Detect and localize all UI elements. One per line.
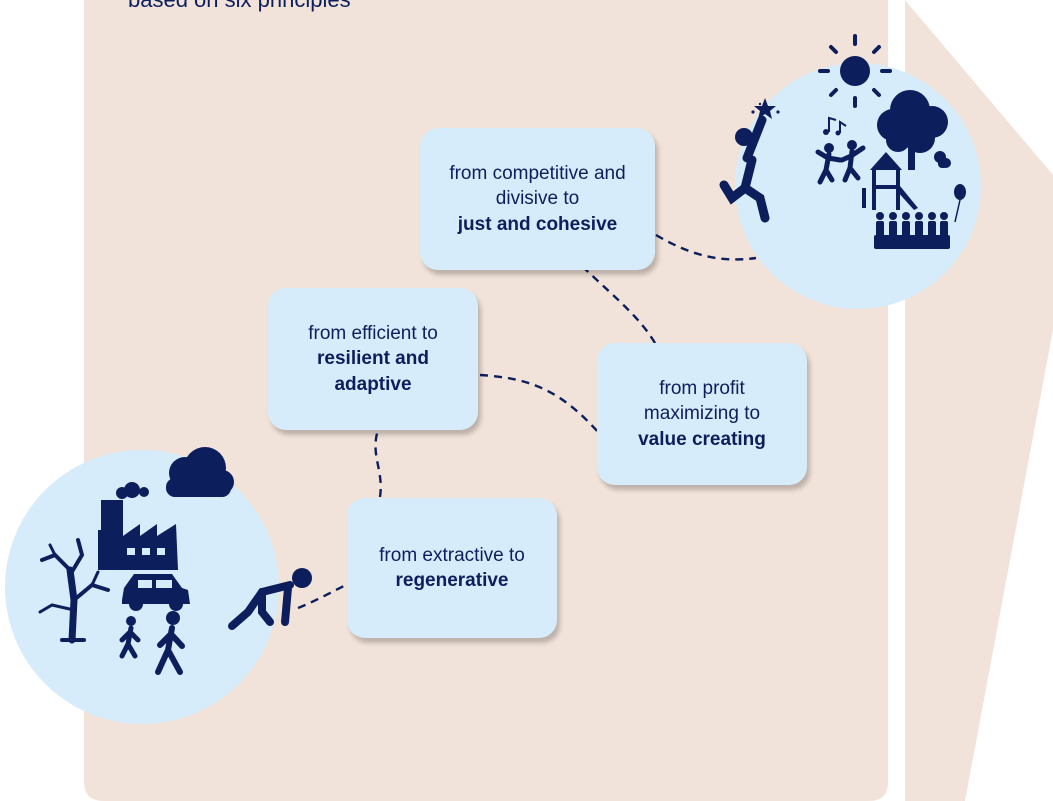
factory-icon: [98, 482, 178, 570]
step-highlight: resilient and adaptive: [317, 348, 429, 395]
path-connectors: [297, 233, 757, 610]
group-of-people-icon: [874, 212, 950, 249]
car-icon: [122, 574, 190, 611]
tree-icon: [877, 90, 948, 170]
step-prefix: from extractive to: [379, 544, 525, 566]
step-highlight: just and cohesive: [457, 213, 618, 235]
cloud-icon: [166, 447, 234, 497]
jumping-person-icon: [719, 115, 770, 223]
step-box-resilient: from efficient to resilient and adaptive: [268, 288, 478, 430]
connector-regenerative-to-resilient: [374, 429, 382, 498]
step-prefix: from efficient to: [308, 323, 438, 345]
step-prefix: from profit maximizing to: [643, 378, 761, 425]
connector-resilient-to-value: [479, 373, 599, 433]
step-box-just: from competitive and divisive to just an…: [420, 128, 655, 270]
music-note-icon: [823, 116, 847, 136]
connector-start-to-regenerative: [297, 582, 349, 610]
start-scene: [5, 447, 312, 724]
sun-icon: [818, 34, 892, 108]
end-scene: [719, 34, 981, 309]
step-box-regenerative: from extractive to regenerative: [347, 498, 557, 638]
crawling-person-icon: [228, 568, 312, 630]
end-circle: [735, 63, 981, 309]
dead-tree-icon: [38, 538, 110, 644]
playground-icon: [862, 152, 918, 210]
walking-people-icon: [119, 611, 185, 675]
step-prefix: from competitive and divisive to: [449, 163, 626, 210]
connector-value-to-just: [583, 267, 657, 344]
top-caption: based on six principles: [128, 0, 351, 13]
dancing-people-icon: [815, 140, 866, 185]
balloon-icon: [954, 184, 966, 223]
squirrel-icon: [934, 151, 951, 168]
step-highlight: regenerative: [395, 570, 509, 591]
stars-icon: [751, 98, 780, 119]
step-box-value: from profit maximizing to value creating: [597, 343, 807, 485]
step-highlight: value creating: [638, 428, 766, 450]
